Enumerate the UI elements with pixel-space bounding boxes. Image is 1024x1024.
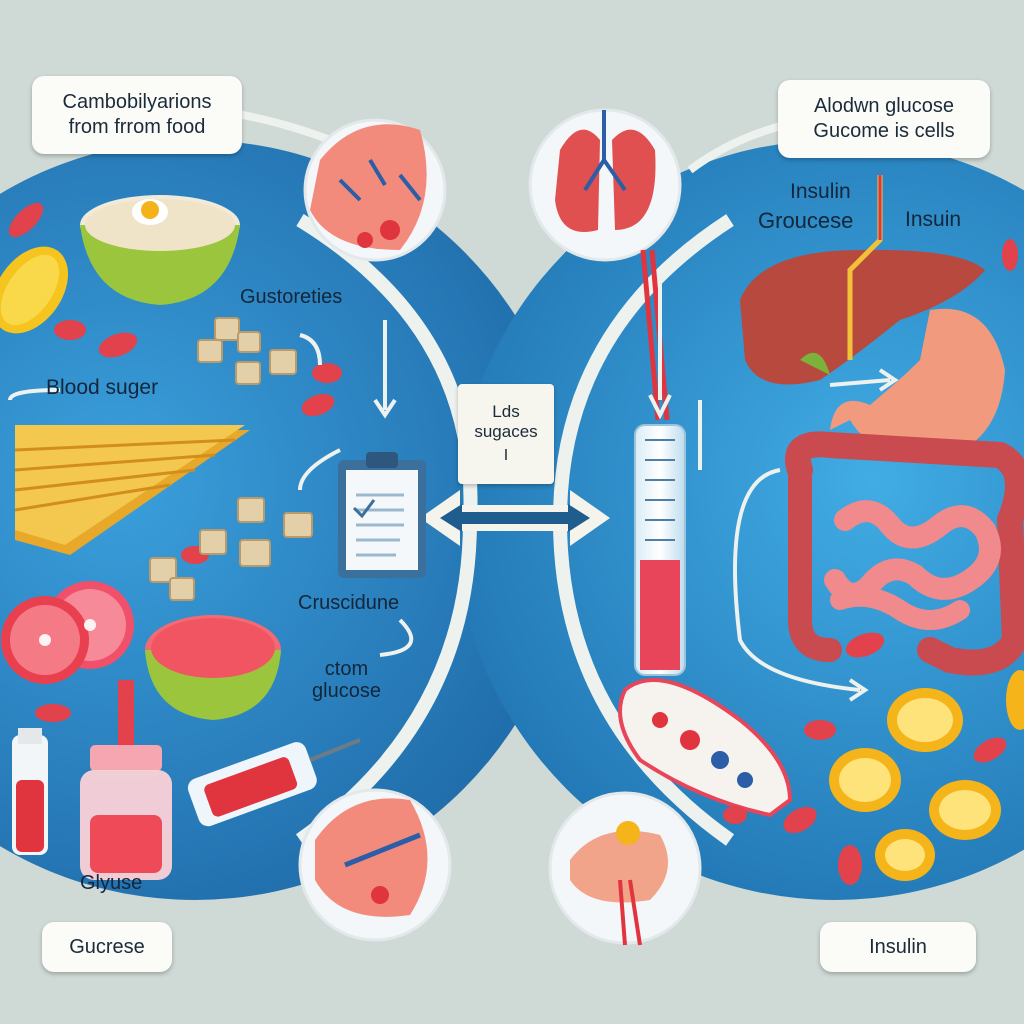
orange-slices: [829, 670, 1024, 881]
jar: [80, 680, 172, 880]
red-beans: [8, 202, 342, 722]
lds-sugages-text: Lds sugaces: [474, 401, 538, 441]
carbs-from-food-label: Cambobilyarions from frrom food: [32, 76, 242, 154]
insulin-top-label: Insulin: [790, 180, 851, 203]
insulin-bottom-label: Insulin: [820, 922, 976, 972]
lungs-magnifier: [528, 108, 682, 262]
stomach: [830, 308, 1005, 460]
alodwn-glucose-label: Alodwn glucose Gucome is cells: [778, 80, 990, 158]
rice-bowl: [80, 195, 240, 305]
flow-arrows: [8, 270, 899, 702]
intestines: [785, 431, 1024, 676]
test-tube: [12, 728, 48, 855]
lds-sugages-label: Lds sugaces I: [458, 384, 554, 484]
blood-suger-label: Blood suger: [46, 376, 159, 399]
glyuse-label: Glyuse: [80, 872, 143, 894]
pancreas-magnifier: [548, 791, 702, 946]
sugar-cubes: [149, 317, 313, 601]
gustoreties-label: Gustoreties: [240, 286, 343, 308]
intestine-magnifier-left: [298, 788, 452, 942]
insuin-label: Insuin: [905, 208, 962, 231]
center-mark: I: [503, 447, 509, 465]
grapefruit: [1, 581, 134, 684]
cruscidune-label: Cruscidune: [298, 592, 400, 614]
clipboard: [338, 452, 426, 578]
corn: [0, 246, 69, 334]
right-red-beans: [723, 239, 1018, 885]
red-grain-bowl: [145, 615, 281, 720]
ctom-glucose-label: ctom glucose: [312, 658, 381, 702]
grocuese-label: Groucese: [758, 208, 854, 233]
cracker-stack: [14, 425, 250, 555]
stomach-magnifier: [303, 118, 447, 262]
center-syringe: [618, 424, 793, 818]
gucrese-label: Gucrese: [42, 922, 172, 972]
left-syringe: [187, 738, 361, 827]
liver: [740, 175, 985, 385]
